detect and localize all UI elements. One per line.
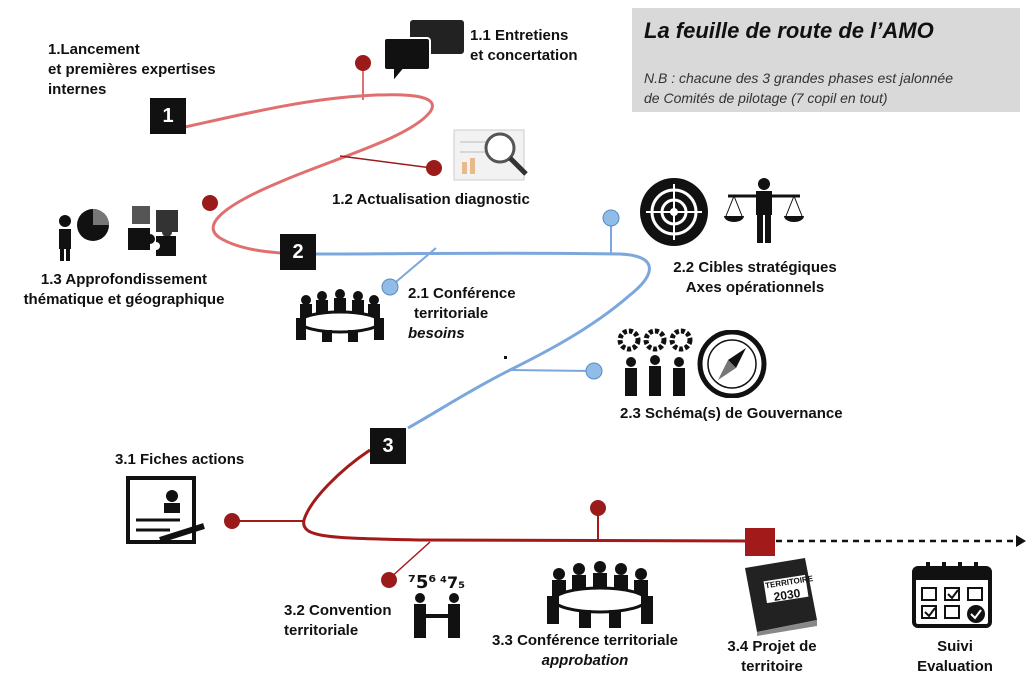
milestone-3-4-square [745,528,775,556]
target-icon [640,178,708,246]
phase3-route [302,448,753,543]
milestone-1-3 [202,195,218,211]
compass-icon [697,330,767,398]
arrow-head [1016,535,1026,547]
note-box: La feuille de route de l’AMO N.B : chacu… [632,8,1020,112]
note-body: N.B : chacune des 3 grandes phases est j… [644,68,953,108]
phase-2-badge: 2 [280,234,316,270]
label-2-1: 2.1 Conférence territoriale besoins [408,285,516,342]
milestone-1-2 [426,160,442,176]
milestone-3-1 [224,513,240,529]
milestone-2-3 [585,362,603,380]
phase-3-badge: 3 [370,428,406,464]
label-1-2: 1.2 Actualisation diagnostic [332,191,530,208]
milestone-2-1 [381,278,399,296]
balance-scale-icon [724,178,804,243]
magnifier-report-icon [453,129,528,181]
book-2030-icon: TERRITOIRE 2030 [735,556,821,636]
connector-1-2 [339,155,433,169]
note-title: La feuille de route de l’AMO [644,18,934,43]
milestone-2-2 [602,209,620,227]
meeting-table-icon [296,289,384,342]
svg-text:⁴7₅: ⁴7₅ [440,573,465,592]
meeting-table-approval-icon [547,561,653,628]
milestone-3-3 [590,500,606,516]
svg-text:⁷5⁶: ⁷5⁶ [408,572,436,593]
phase-1-badge: 1 [150,98,186,134]
connector-3-2 [388,541,431,580]
label-3-1: 3.1 Fiches actions [115,451,245,468]
phase2-route [299,251,651,430]
gears-people-icon [617,328,693,396]
label-2-3: 2.3 Schéma(s) de Gouvernance [620,405,843,422]
action-form-icon [126,476,205,544]
chat-bubbles-icon [385,20,464,84]
calendar-icon [912,562,992,628]
puzzle-icon [128,206,178,256]
milestone-3-2 [381,572,397,588]
presenter-chart-icon [59,209,109,261]
handshake-numbers-icon: ⁷5⁶ ⁴7₅ [408,572,465,638]
note-line-1: N.B : chacune des 3 grandes phases est j… [644,70,953,86]
phase1-route [184,93,434,256]
milestone-1-1 [355,55,371,71]
dot-mark [504,356,507,359]
connector-2-3 [509,369,593,372]
connector-2-1 [389,247,437,288]
note-line-2: de Comités de pilotage (7 copil en tout) [644,90,888,106]
